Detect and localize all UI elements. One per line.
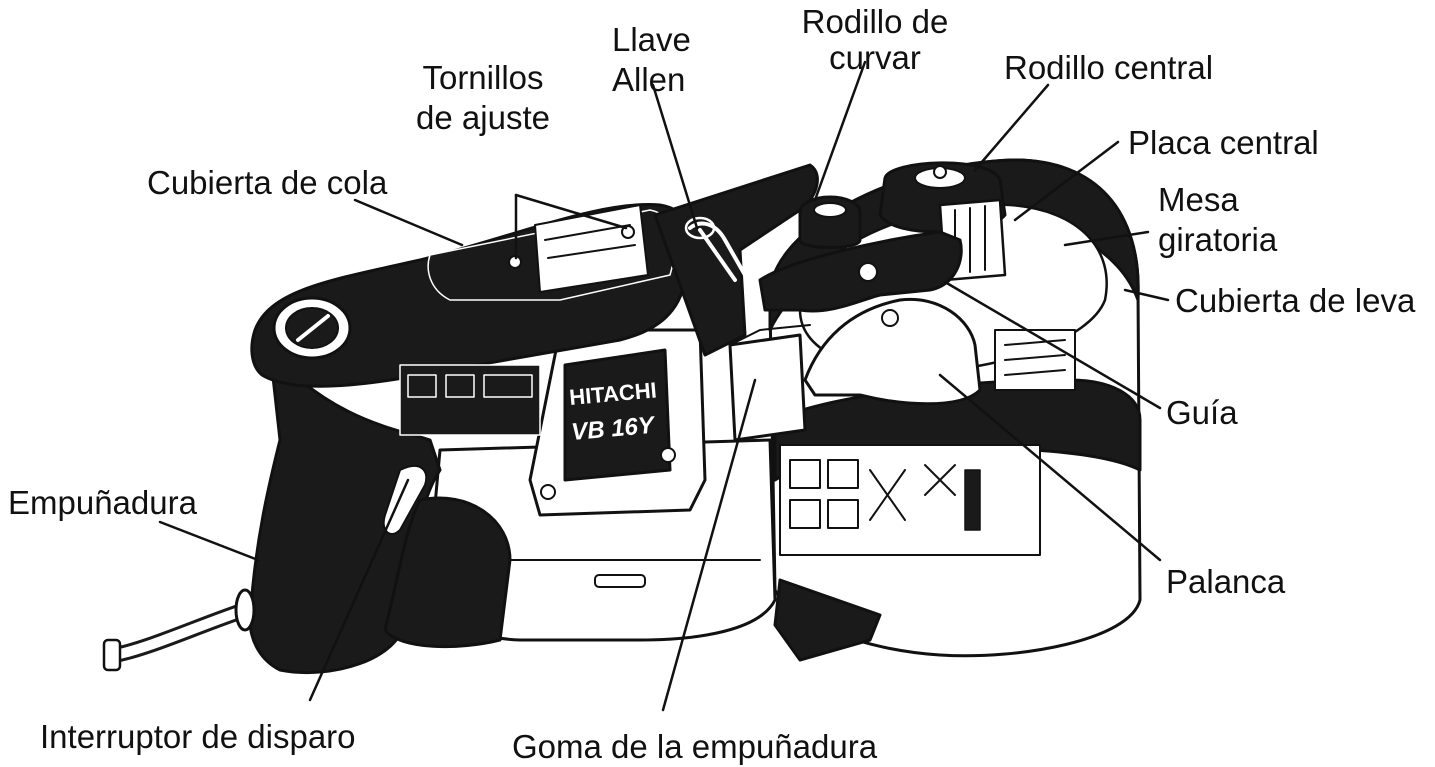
leader-goma (661, 378, 757, 712)
leader-cubierta-leva (1123, 288, 1170, 302)
lever (803, 297, 982, 406)
brand-plate (563, 348, 672, 482)
label-tornillos-de-ajuste: Tornillos de ajuste (416, 59, 550, 136)
leader-mesa (1063, 230, 1150, 247)
foot-pedal (773, 578, 882, 662)
leader-palanca (938, 373, 1162, 562)
label-palanca: Palanca (1166, 563, 1286, 600)
label-interruptor-de-disparo: Interruptor de disparo (40, 718, 356, 755)
leader-cubierta-cola (353, 198, 464, 247)
leader-empunadura (158, 520, 260, 562)
leader-rodillo-curvar (813, 60, 867, 202)
leader-tornillos-2 (514, 193, 628, 230)
label-placa-central: Placa central (1128, 124, 1319, 161)
leader-placa-central (1013, 140, 1120, 222)
label-cubierta-de-cola: Cubierta de cola (147, 164, 388, 201)
leader-interruptor (308, 478, 410, 702)
leader-llave (651, 83, 699, 230)
label-rodillo-central: Rodillo central (1004, 49, 1214, 86)
label-llave-allen: Llave Allen (612, 21, 691, 98)
label-goma-de-la-empunadura: Goma de la empuñadura (512, 728, 878, 765)
center-block (728, 333, 807, 442)
trigger-switch (382, 465, 428, 535)
label-empunadura: Empuñadura (8, 484, 197, 521)
label-cubierta-de-leva: Cubierta de leva (1175, 282, 1416, 319)
drum-label-panel (779, 444, 1041, 556)
label-rodillo-de-curvar: Rodillo de curvar (801, 3, 949, 76)
grip-rubber (383, 496, 512, 649)
label-mesa-giratoria: Mesa giratoria (1158, 181, 1278, 258)
label-guia: Guía (1166, 394, 1238, 431)
leader-guia (943, 280, 1162, 410)
leader-rodillo-central (973, 83, 1050, 172)
